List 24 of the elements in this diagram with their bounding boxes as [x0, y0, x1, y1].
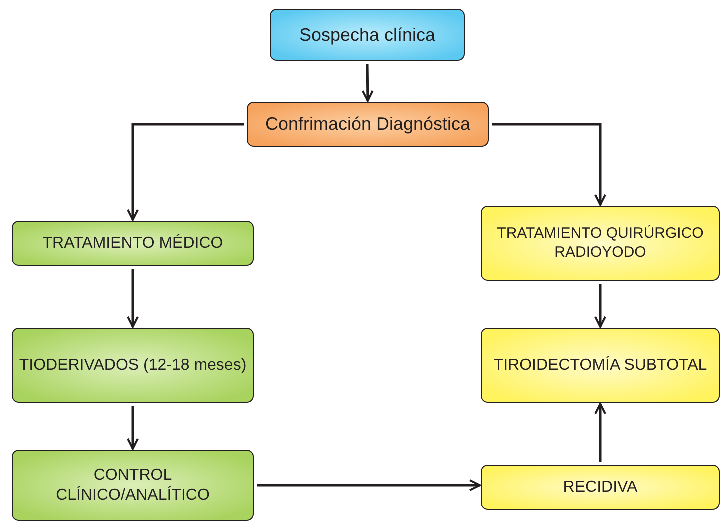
- box-label: TIROIDECTOMÍA SUBTOTAL: [494, 356, 708, 376]
- arrow: [594, 403, 606, 462]
- arrow: [594, 284, 606, 328]
- process-box: [481, 206, 720, 281]
- box-label: Sospecha clínica: [299, 24, 436, 46]
- box-label: CONTROL CLÍNICO/ANALÍTICO: [55, 466, 211, 506]
- arrow: [362, 64, 374, 102]
- process-box: [12, 450, 254, 521]
- box-label: RECIDIVA: [563, 478, 638, 498]
- box-label: TRATAMIENTO MÉDICO: [42, 234, 224, 254]
- arrow: [257, 480, 481, 492]
- box-label: TRATAMIENTO QUIRÚRGICO RADIOYODO: [496, 224, 705, 262]
- box-label: Confrimación Diagnóstica: [265, 113, 471, 136]
- arrow: [127, 406, 139, 450]
- process-box: [12, 328, 254, 403]
- arrow: [127, 269, 139, 328]
- arrow: [492, 123, 606, 206]
- process-box: [481, 328, 720, 403]
- arrow: [127, 123, 244, 221]
- process-box: [270, 9, 465, 61]
- process-box: [247, 102, 489, 147]
- process-box: [481, 465, 720, 510]
- box-label: TIODERIVADOS (12-18 meses): [19, 356, 247, 376]
- process-box: [12, 221, 254, 266]
